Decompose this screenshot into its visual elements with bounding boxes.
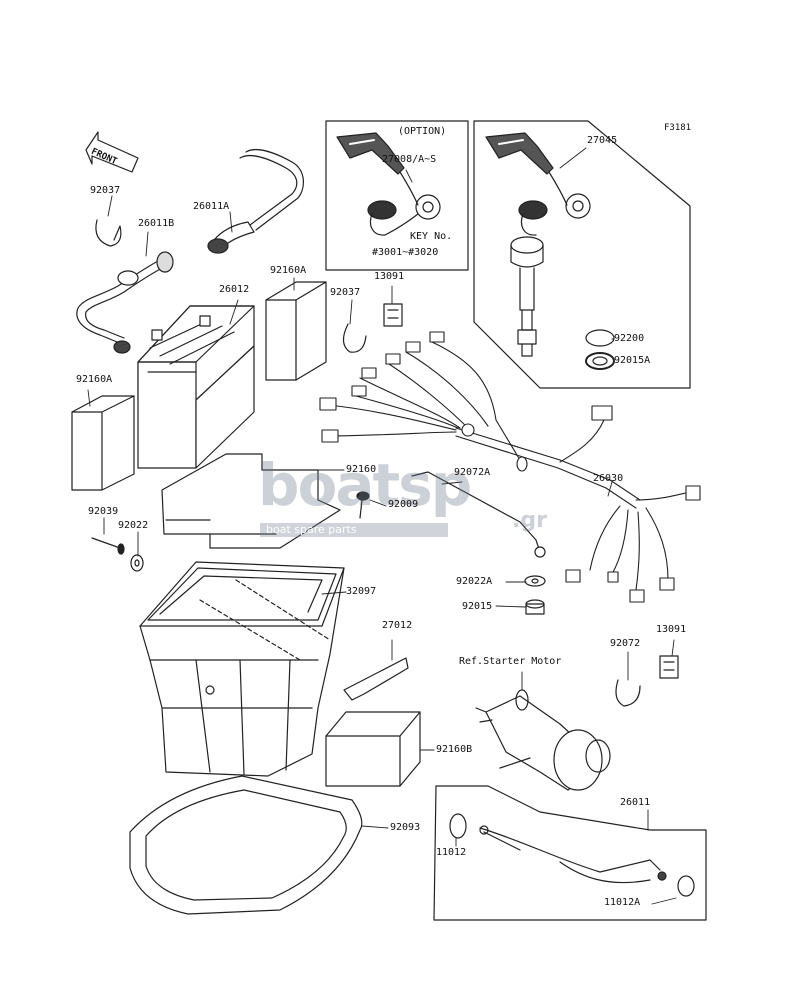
battery-cable-icon <box>76 149 304 354</box>
part-label: 13091 <box>656 624 687 635</box>
pad-left-icon <box>71 395 135 491</box>
part-label: 32097 <box>346 586 377 597</box>
part-label: 27045 <box>587 135 618 146</box>
bolt-icon <box>356 491 370 519</box>
part-label: 92160B <box>436 744 473 755</box>
gasket-icon <box>129 775 363 915</box>
part-label: 92015A <box>614 355 651 366</box>
leader-lines <box>87 147 677 905</box>
bracket-icon <box>343 657 409 701</box>
part-label: 27012 <box>382 620 413 631</box>
clamp-icon <box>95 219 122 247</box>
battery-icon <box>137 305 255 469</box>
wire-harness-icon <box>319 331 701 603</box>
part-label: Ref.Starter Motor <box>459 656 562 667</box>
connector-b-icon <box>659 655 679 679</box>
nut-icon <box>585 352 615 370</box>
watermark-brand: boatsp <box>258 451 472 519</box>
nut-b-icon <box>525 603 545 615</box>
watermark-domain: .gr <box>512 508 547 533</box>
part-label: 92093 <box>390 822 421 833</box>
figure-code: F3181 <box>664 123 692 133</box>
tray-pad-icon <box>161 453 341 549</box>
part-label: 92022A <box>456 576 493 587</box>
key-fob-icon <box>485 132 591 236</box>
part-label: 26011 <box>620 797 651 808</box>
key-range-label: #3001~#3020 <box>372 247 439 258</box>
battery-case-icon <box>139 561 345 777</box>
part-label: 26030 <box>593 473 624 484</box>
clamp-c-icon <box>615 679 641 707</box>
washer-icon <box>130 554 144 572</box>
part-label: 92160 <box>346 464 377 475</box>
option-part-label: 27008/A~S <box>382 154 437 165</box>
part-label: 13091 <box>374 271 405 282</box>
part-label: 92200 <box>614 333 645 344</box>
part-label: 11012A <box>604 897 641 908</box>
part-label: 92022 <box>118 520 149 531</box>
option-key-fob-icon <box>336 132 441 236</box>
part-label: 92037 <box>90 185 121 196</box>
clamp-b-icon <box>342 323 367 353</box>
part-label: 92160A <box>76 374 113 385</box>
part-label: 26012 <box>219 284 250 295</box>
part-label: 11012 <box>436 847 467 858</box>
part-label: 92037 <box>330 287 361 298</box>
part-label: 26011B <box>138 218 175 229</box>
part-label: 26011A <box>193 201 230 212</box>
starter-cable-icon <box>449 813 695 897</box>
ignition-switch-icon <box>510 236 544 357</box>
connector-a-icon <box>383 303 403 327</box>
part-label: 92072 <box>610 638 641 649</box>
part-label: 92009 <box>388 499 419 510</box>
part-label: 92015 <box>462 601 493 612</box>
watermark-tagline: boat spare parts <box>260 523 448 537</box>
bolt-b-icon <box>91 537 121 549</box>
key-kit-frame <box>473 120 691 389</box>
part-label: 92039 <box>88 506 119 517</box>
part-label: 92160A <box>270 265 307 276</box>
starter-motor-icon <box>475 689 611 791</box>
part-label: 92072A <box>454 467 491 478</box>
option-box-frame <box>325 120 469 271</box>
option-title: (OPTION) <box>398 126 447 137</box>
cable-kit-frame <box>433 785 707 921</box>
front-arrow-icon <box>85 131 139 173</box>
ground-strap-icon <box>411 471 541 553</box>
pad-b-icon <box>325 711 421 787</box>
key-no-label: KEY No. <box>410 231 453 242</box>
ring-icon <box>585 329 615 347</box>
washer-b-icon <box>524 575 546 587</box>
